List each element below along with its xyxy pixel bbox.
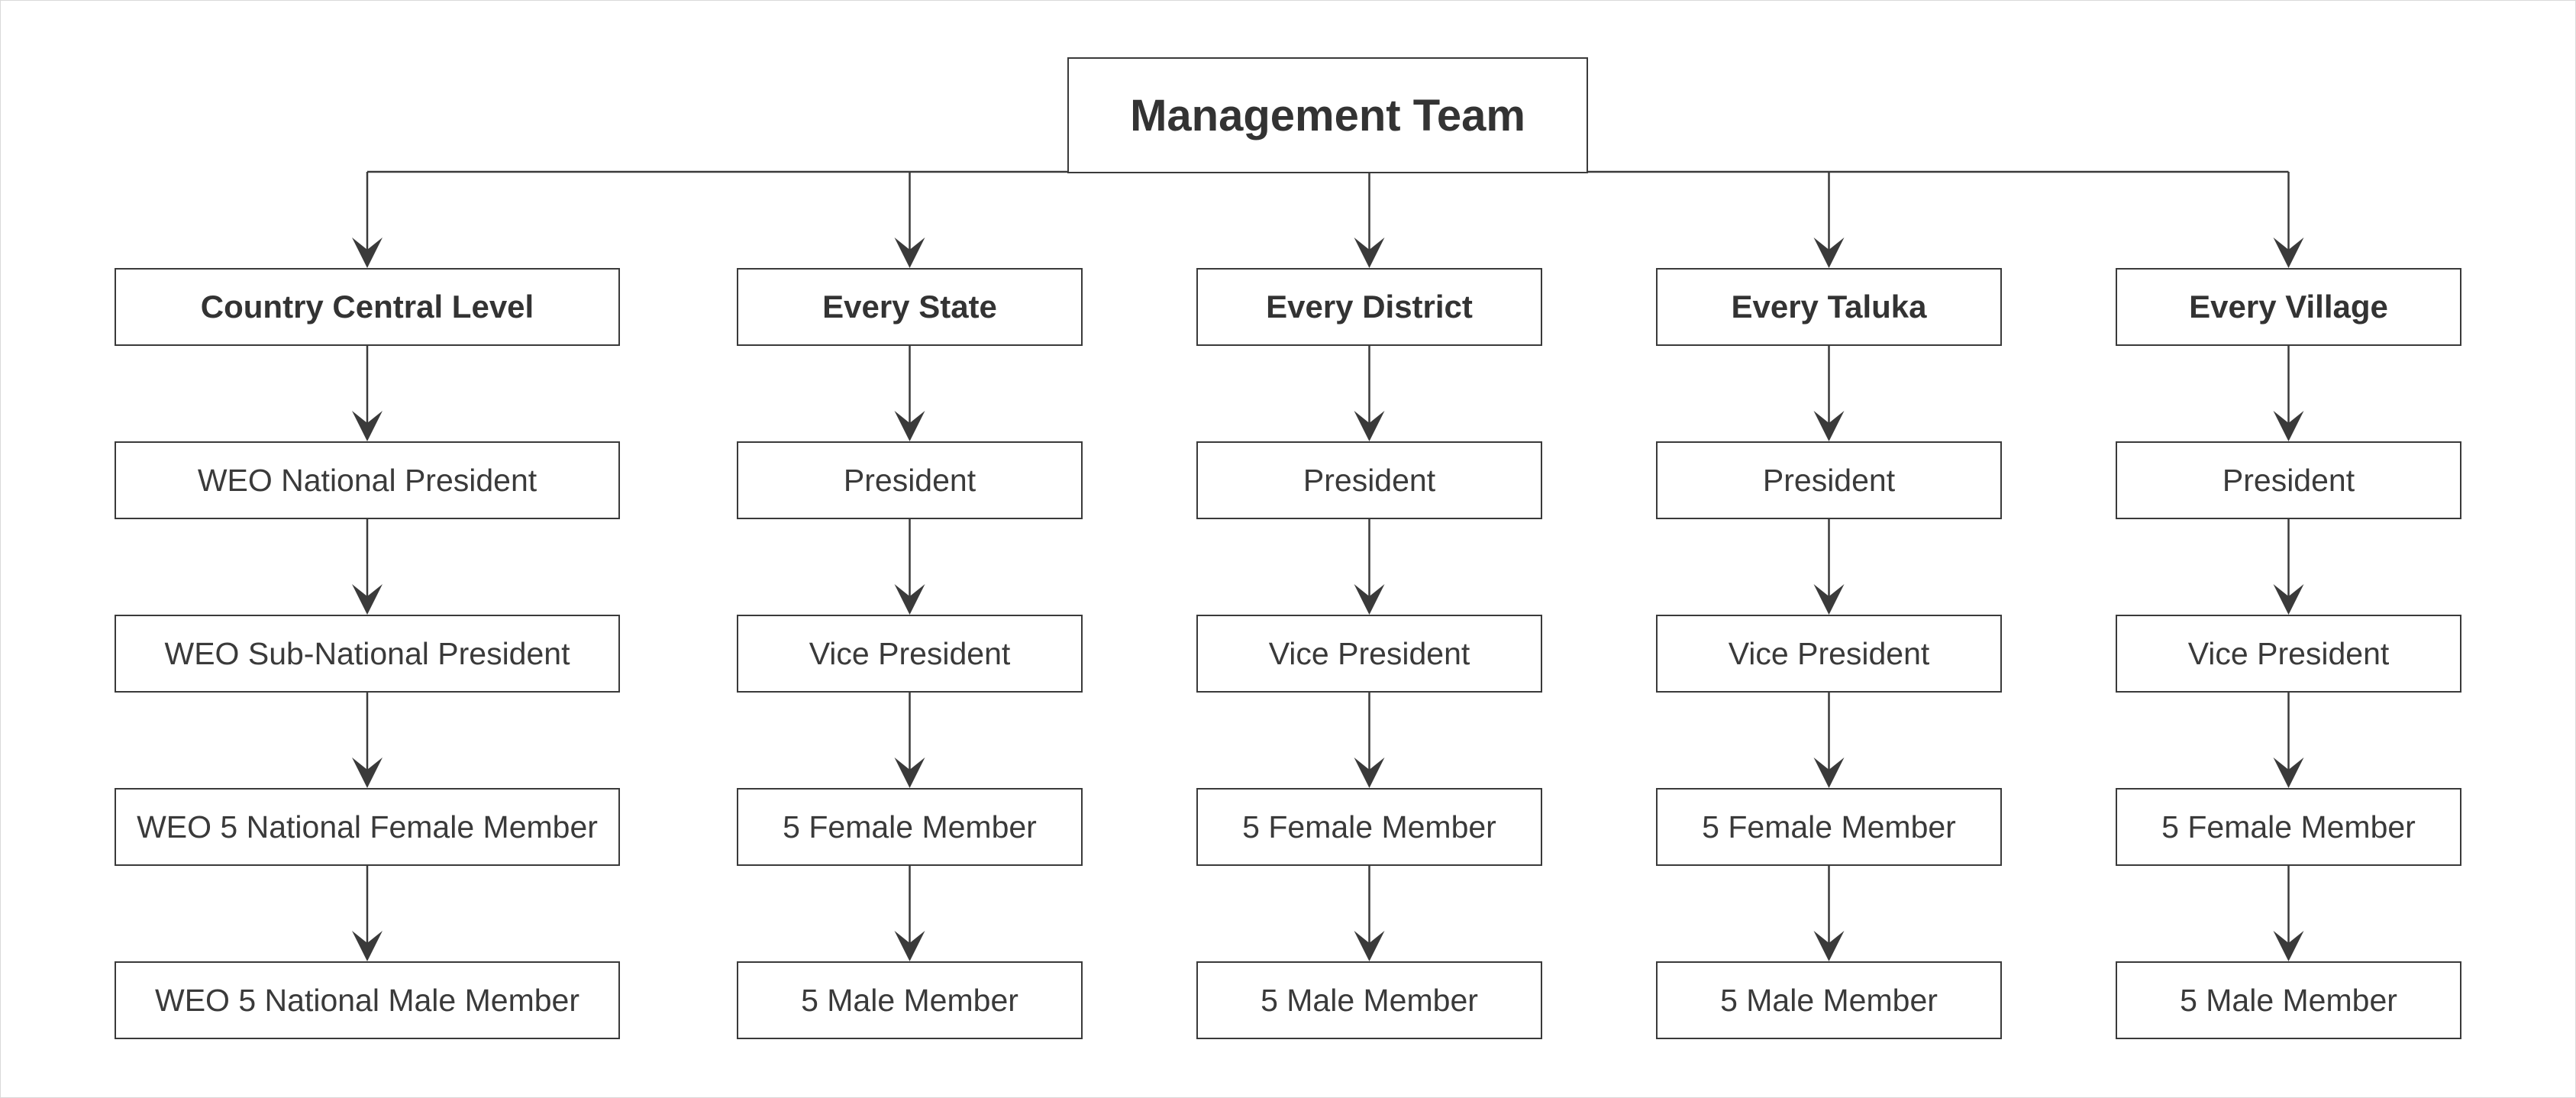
arrow-head — [2273, 757, 2304, 788]
arrow-head — [352, 584, 383, 615]
column-head-label: Every State — [822, 289, 997, 325]
role-box-every-state-3: 5 Female Member — [737, 788, 1083, 866]
arrow-head — [1354, 757, 1385, 788]
role-box-country-central-level-2: WEO Sub-National President — [115, 615, 620, 693]
role-label: 5 Female Member — [1242, 809, 1496, 844]
role-label: 5 Female Member — [2161, 809, 2416, 844]
role-box-every-district-2: Vice President — [1196, 615, 1542, 693]
arrow-head — [894, 931, 925, 961]
role-box-every-state-2: Vice President — [737, 615, 1083, 693]
role-box-every-village-4: 5 Male Member — [2116, 961, 2461, 1039]
column-head-every-state: Every State — [737, 268, 1083, 346]
role-box-country-central-level-1: WEO National President — [115, 441, 620, 519]
column-head-country-central-level: Country Central Level — [115, 268, 620, 346]
arrow-head — [894, 411, 925, 441]
column-head-label: Every Taluka — [1731, 289, 1927, 325]
role-label: 5 Female Member — [783, 809, 1037, 844]
arrow-head — [2273, 931, 2304, 961]
role-label: Vice President — [809, 635, 1011, 671]
role-label: WEO National President — [197, 462, 537, 498]
arrow-head — [894, 237, 925, 268]
column-head-every-district: Every District — [1196, 268, 1542, 346]
column-head-label: Every District — [1266, 289, 1473, 325]
role-label: WEO Sub-National President — [164, 635, 570, 671]
arrow-head — [352, 411, 383, 441]
column-head-every-village: Every Village — [2116, 268, 2461, 346]
role-box-every-taluka-3: 5 Female Member — [1656, 788, 2002, 866]
role-box-every-district-4: 5 Male Member — [1196, 961, 1542, 1039]
role-box-every-district-3: 5 Female Member — [1196, 788, 1542, 866]
role-box-country-central-level-4: WEO 5 National Male Member — [115, 961, 620, 1039]
arrow-head — [352, 931, 383, 961]
column-head-every-taluka: Every Taluka — [1656, 268, 2002, 346]
arrow-head — [894, 584, 925, 615]
role-label: WEO 5 National Male Member — [155, 982, 579, 1018]
role-label: Vice President — [1268, 635, 1470, 671]
role-box-every-taluka-1: President — [1656, 441, 2002, 519]
management-team-label: Management Team — [1130, 90, 1525, 140]
arrow-head — [352, 237, 383, 268]
role-label: Vice President — [2187, 635, 2390, 671]
role-label: 5 Male Member — [1720, 982, 1938, 1018]
management-team-box: Management Team — [1067, 57, 1588, 173]
role-box-every-village-3: 5 Female Member — [2116, 788, 2461, 866]
arrow-head — [2273, 411, 2304, 441]
role-box-every-state-4: 5 Male Member — [737, 961, 1083, 1039]
arrow-head — [1813, 411, 1845, 441]
arrow-head — [1813, 237, 1845, 268]
arrow-head — [1813, 757, 1845, 788]
role-label: President — [2222, 462, 2355, 498]
arrow-head — [1813, 584, 1845, 615]
role-box-every-taluka-2: Vice President — [1656, 615, 2002, 693]
arrow-head — [1354, 931, 1385, 961]
arrow-head — [1354, 411, 1385, 441]
arrow-head — [352, 757, 383, 788]
column-head-label: Every Village — [2189, 289, 2388, 325]
role-label: Vice President — [1728, 635, 1930, 671]
role-box-every-state-1: President — [737, 441, 1083, 519]
arrow-head — [1354, 584, 1385, 615]
role-box-country-central-level-3: WEO 5 National Female Member — [115, 788, 620, 866]
role-box-every-village-2: Vice President — [2116, 615, 2461, 693]
role-box-every-district-1: President — [1196, 441, 1542, 519]
role-label: 5 Male Member — [1261, 982, 1478, 1018]
arrow-head — [1813, 931, 1845, 961]
role-label: President — [843, 462, 976, 498]
column-head-label: Country Central Level — [200, 289, 534, 325]
role-label: 5 Male Member — [801, 982, 1018, 1018]
role-label: WEO 5 National Female Member — [137, 809, 598, 844]
role-label: President — [1303, 462, 1436, 498]
role-box-every-taluka-4: 5 Male Member — [1656, 961, 2002, 1039]
arrow-head — [1354, 237, 1385, 268]
arrow-head — [2273, 237, 2304, 268]
arrow-head — [2273, 584, 2304, 615]
role-box-every-village-1: President — [2116, 441, 2461, 519]
arrow-head — [894, 757, 925, 788]
role-label: 5 Male Member — [2180, 982, 2397, 1018]
role-label: 5 Female Member — [1702, 809, 1956, 844]
role-label: President — [1762, 462, 1896, 498]
